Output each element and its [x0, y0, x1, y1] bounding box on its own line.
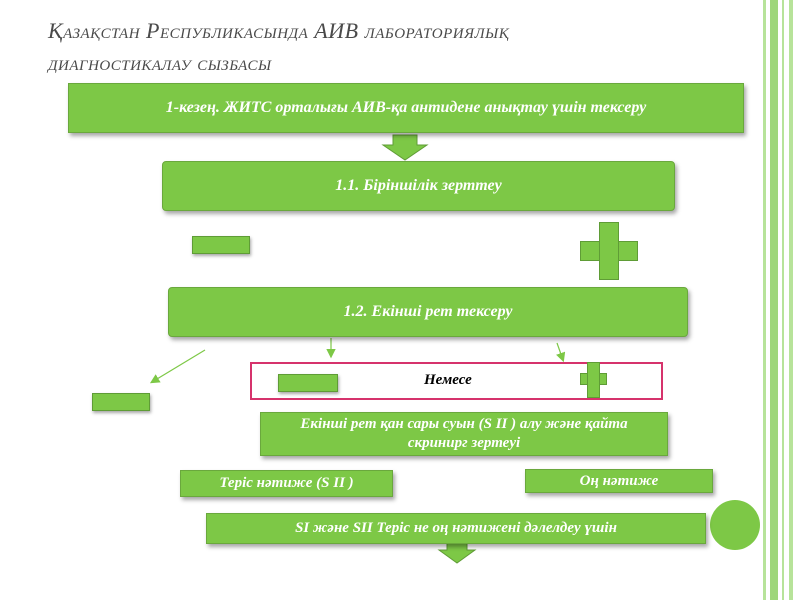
minus-icon — [278, 374, 338, 392]
stage1-box: 1-кезең. ЖИТС орталығы АИВ-қа антидене а… — [68, 83, 744, 133]
decor-stripe — [770, 0, 778, 600]
or-label: Немесе — [424, 372, 472, 388]
minus-icon — [92, 393, 150, 411]
step-second-test-box: 1.2. Екінші рет тексеру — [168, 287, 688, 337]
minus-icon — [192, 236, 250, 254]
page-title-line2: диагностикалау сызбасы — [48, 50, 272, 75]
down-arrow-icon — [437, 542, 477, 564]
positive-result-box: Оң нәтиже — [525, 469, 713, 493]
negative-result-box: Теріс нәтиже (S II ) — [180, 470, 393, 497]
page-title-line1: Қазақстан Республикасында АИВ лаборатори… — [48, 18, 510, 43]
decor-stripe — [763, 0, 766, 600]
plus-icon — [580, 362, 607, 398]
decor-stripe — [789, 0, 793, 600]
arrow-right-line — [556, 342, 566, 363]
down-arrow-icon — [381, 134, 429, 161]
arrow-left-line — [149, 349, 206, 384]
step-primary-test-box: 1.1. Біріншілік зерттеу — [162, 161, 675, 211]
decor-stripe — [782, 0, 784, 600]
second-sample-box: Екінші рет қан сары суын (S II ) алу жән… — [260, 412, 668, 456]
decor-circle — [710, 500, 760, 550]
plus-icon — [580, 222, 638, 280]
confirm-box: SI және SII Теріс не оң нәтижені дәлелде… — [206, 513, 706, 544]
